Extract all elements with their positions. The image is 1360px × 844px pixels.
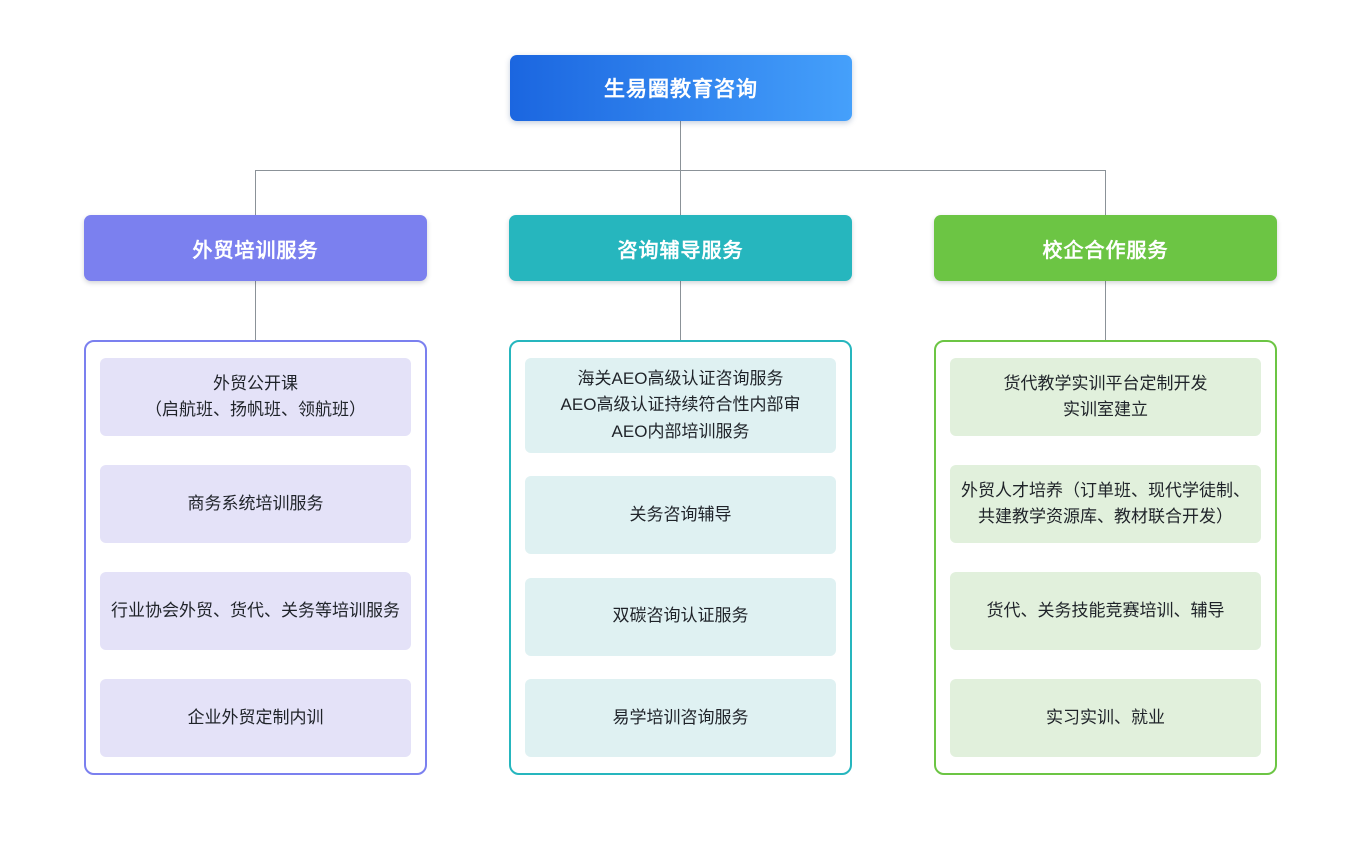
connector-panel-3-stem <box>1105 281 1106 340</box>
root-node-label: 生易圈教育咨询 <box>604 78 758 101</box>
service-item[interactable]: 货代、关务技能竞赛培训、辅导 <box>950 572 1261 650</box>
service-item[interactable]: 关务咨询辅导 <box>525 476 836 555</box>
branch-panel-school-enterprise-cooperation: 货代教学实训平台定制开发 实训室建立 外贸人才培养（订单班、现代学徒制、共建教学… <box>934 340 1277 775</box>
connector-root-stem <box>680 121 681 170</box>
branch-header-label: 外贸培训服务 <box>192 239 319 262</box>
service-item[interactable]: 实习实训、就业 <box>950 679 1261 757</box>
service-item[interactable]: 海关AEO高级认证咨询服务 AEO高级认证持续符合性内部审 AEO内部培训服务 <box>525 358 836 454</box>
branch-header-foreign-trade-training[interactable]: 外贸培训服务 <box>84 215 427 281</box>
service-item[interactable]: 行业协会外贸、货代、关务等培训服务 <box>100 572 411 650</box>
connector-branch-1-drop <box>255 170 256 215</box>
connector-branch-2-drop <box>680 170 681 215</box>
connector-panel-1-stem <box>255 281 256 340</box>
service-item[interactable]: 外贸人才培养（订单班、现代学徒制、共建教学资源库、教材联合开发） <box>950 465 1261 543</box>
connector-panel-2-stem <box>680 281 681 340</box>
branch-header-consulting-coaching[interactable]: 咨询辅导服务 <box>509 215 852 281</box>
connector-branch-3-drop <box>1105 170 1106 215</box>
service-item[interactable]: 双碳咨询认证服务 <box>525 577 836 656</box>
service-item[interactable]: 企业外贸定制内训 <box>100 679 411 757</box>
service-item[interactable]: 商务系统培训服务 <box>100 465 411 543</box>
branch-header-label: 校企合作服务 <box>1042 239 1169 262</box>
service-item[interactable]: 货代教学实训平台定制开发 实训室建立 <box>950 358 1261 436</box>
branch-header-label: 咨询辅导服务 <box>617 239 744 262</box>
branch-header-school-enterprise-cooperation[interactable]: 校企合作服务 <box>934 215 1277 281</box>
branch-panel-foreign-trade-training: 外贸公开课 （启航班、扬帆班、领航班） 商务系统培训服务 行业协会外贸、货代、关… <box>84 340 427 775</box>
service-item[interactable]: 易学培训咨询服务 <box>525 678 836 757</box>
root-node[interactable]: 生易圈教育咨询 <box>510 55 852 121</box>
service-item[interactable]: 外贸公开课 （启航班、扬帆班、领航班） <box>100 358 411 436</box>
branch-panel-consulting-coaching: 海关AEO高级认证咨询服务 AEO高级认证持续符合性内部审 AEO内部培训服务 … <box>509 340 852 775</box>
